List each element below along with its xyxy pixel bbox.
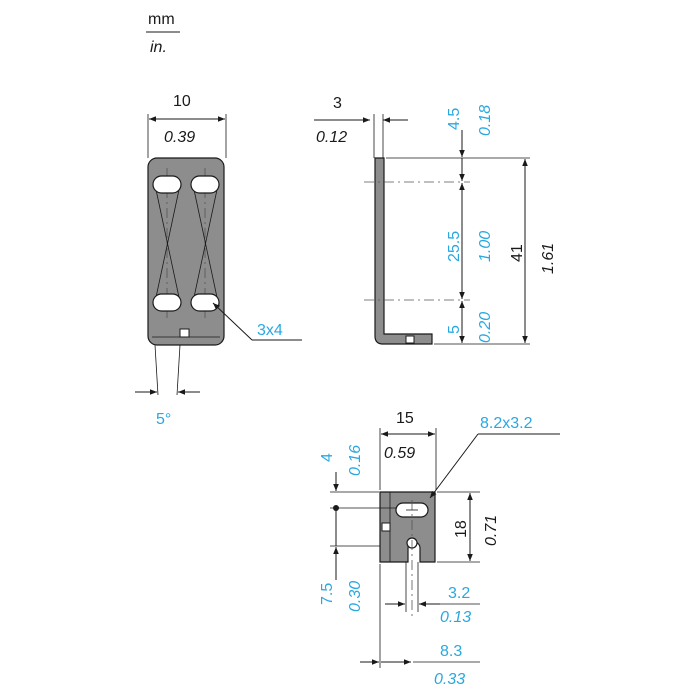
side-profile [374,157,433,345]
front-view: 10 0.39 3x4 5° [135,93,302,428]
foot-view: 15 0.59 8.2x3.2 18 0.71 4 0.16 7. [319,410,560,688]
front-hole-leader [212,302,253,341]
foot-offset-top-in: 0.16 [347,445,364,476]
side-top-mm: 4.5 [446,108,463,130]
front-slot-bottom-right [190,293,220,312]
front-width-in: 0.39 [164,129,195,146]
side-notch [405,335,415,344]
foot-offset-bottom-mm: 7.5 [319,583,336,605]
front-angle-line-right [176,344,181,396]
side-middle-in: 1.00 [477,231,494,262]
foot-width-in: 0.59 [384,445,415,462]
foot-slot-size: 8.2x3.2 [480,415,533,432]
front-slot-bottom-left [152,293,182,312]
side-view: 3 0.12 4.5 0.18 25.5 1.00 5 0.20 41 1.61 [314,95,557,345]
side-top-in: 0.18 [477,105,494,136]
units-legend: mm in. [146,11,180,56]
front-angle-line-left [154,344,159,396]
front-cross-2 [154,184,181,303]
side-bottom-in: 0.20 [477,312,494,343]
front-angle: 5° [156,411,171,428]
front-width-mm: 10 [173,93,191,110]
foot-hole-pos-in: 0.33 [434,671,465,688]
side-middle-mm: 25.5 [446,231,463,262]
side-thickness-in: 0.12 [316,129,347,146]
foot-slot-leader [429,433,479,499]
foot-hole-width-mm: 3.2 [448,585,470,602]
foot-notch [381,522,391,532]
front-notch [179,328,190,338]
unit-in: in. [150,39,167,56]
unit-mm: mm [148,11,175,28]
side-thickness-mm: 3 [333,95,342,112]
side-total-in: 1.61 [540,243,557,274]
side-total-mm: 41 [509,244,526,262]
foot-offset-top-mm: 4 [319,453,336,462]
side-bottom-mm: 5 [446,325,463,334]
front-hole-size: 3x4 [257,322,283,339]
front-slot-top-left [152,175,182,194]
foot-depth-mm: 18 [453,520,470,538]
front-slot-top-right [190,175,220,194]
foot-offset-bottom-in: 0.30 [347,581,364,612]
foot-depth-in: 0.71 [483,515,500,546]
foot-hole-pos-mm: 8.3 [440,643,462,660]
foot-width-mm: 15 [396,410,414,427]
front-cross-4 [192,184,219,303]
foot-hole-width-in: 0.13 [440,609,471,626]
